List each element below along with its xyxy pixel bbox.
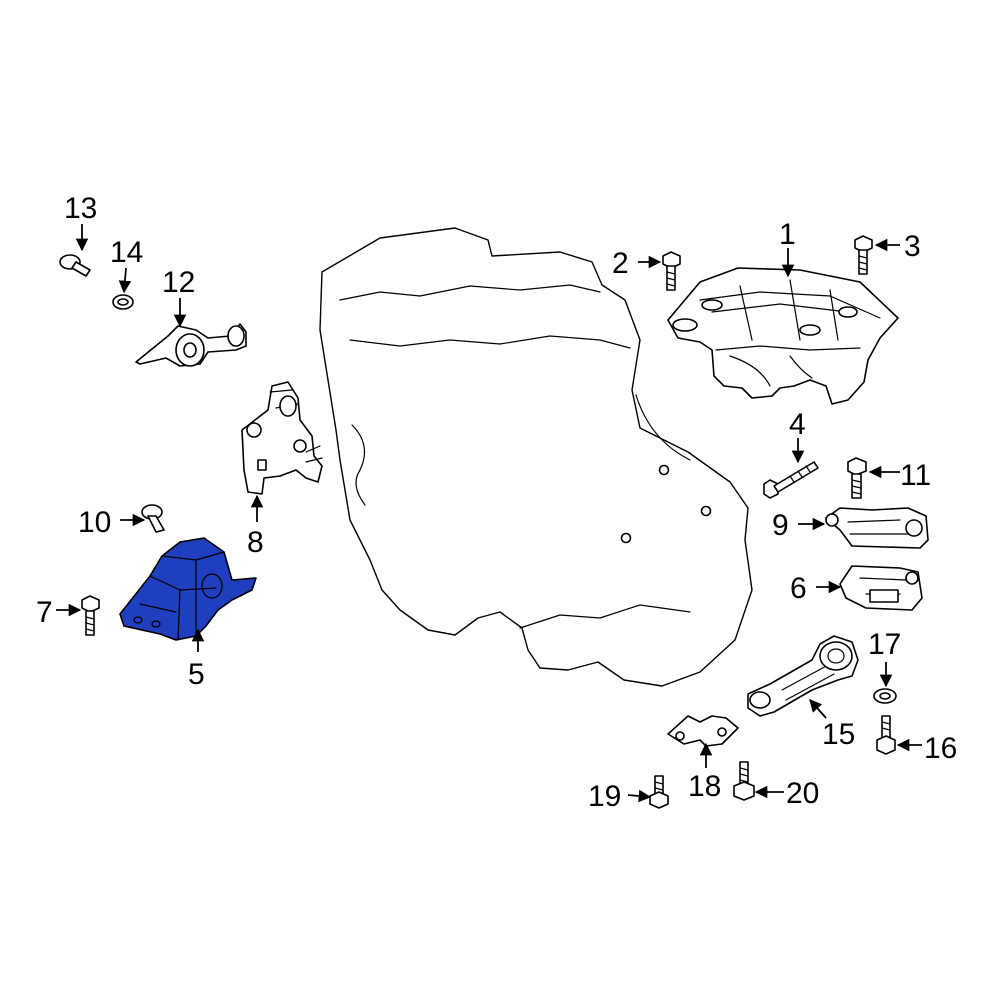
- leader-arrows: [56, 224, 922, 803]
- callout-2: 2: [612, 247, 629, 280]
- callout-6: 6: [790, 572, 807, 605]
- callout-17: 17: [868, 628, 901, 661]
- part-17-washer[interactable]: [873, 688, 897, 704]
- part-20-bolt[interactable]: [733, 761, 755, 801]
- callout-3: 3: [904, 230, 921, 263]
- callout-11: 11: [900, 459, 931, 492]
- part-4-long-bolt[interactable]: [763, 461, 819, 499]
- callout-12: 12: [162, 266, 195, 299]
- part-5-transmission-mount[interactable]: [119, 537, 257, 641]
- part-6-bracket[interactable]: [839, 565, 923, 611]
- callout-20: 20: [786, 777, 819, 810]
- engine-bolt-hole: [700, 505, 712, 517]
- callout-14: 14: [110, 236, 143, 269]
- engine-bolt-hole: [658, 464, 670, 476]
- part-10-bolt[interactable]: [141, 504, 165, 533]
- part-14-washer[interactable]: [112, 294, 134, 310]
- part-3-bolt[interactable]: [854, 235, 873, 275]
- callout-19: 19: [588, 780, 621, 813]
- callout-18: 18: [688, 770, 721, 803]
- part-1-mount-bracket[interactable]: [667, 267, 899, 405]
- callout-7: 7: [36, 596, 53, 629]
- callout-10: 10: [78, 506, 111, 539]
- part-16-bolt[interactable]: [876, 715, 896, 755]
- part-19-bolt[interactable]: [649, 775, 669, 809]
- part-18-bracket[interactable]: [667, 715, 739, 747]
- callout-1: 1: [779, 218, 796, 251]
- callout-9: 9: [772, 509, 789, 542]
- callout-labels: 1 2 3 4 5 6 7 8 9 10 11 12 13 14 15 16 1…: [36, 192, 957, 813]
- part-12-torque-link[interactable]: [135, 323, 247, 367]
- part-11-bolt[interactable]: [847, 457, 867, 499]
- part-13-bolt[interactable]: [59, 254, 91, 277]
- callout-16: 16: [924, 732, 957, 765]
- callout-13: 13: [64, 192, 97, 225]
- engine-bolt-hole: [620, 532, 632, 544]
- callout-4: 4: [789, 408, 806, 441]
- callout-15: 15: [822, 718, 855, 751]
- part-7-bolt[interactable]: [81, 595, 100, 636]
- part-9-bracket[interactable]: [825, 507, 929, 549]
- engine-outline: [319, 227, 753, 687]
- part-8-bracket[interactable]: [241, 381, 323, 495]
- callout-5: 5: [188, 658, 205, 691]
- part-2-bolt[interactable]: [662, 251, 681, 291]
- callout-8: 8: [247, 526, 264, 559]
- part-15-torque-rod[interactable]: [747, 635, 859, 717]
